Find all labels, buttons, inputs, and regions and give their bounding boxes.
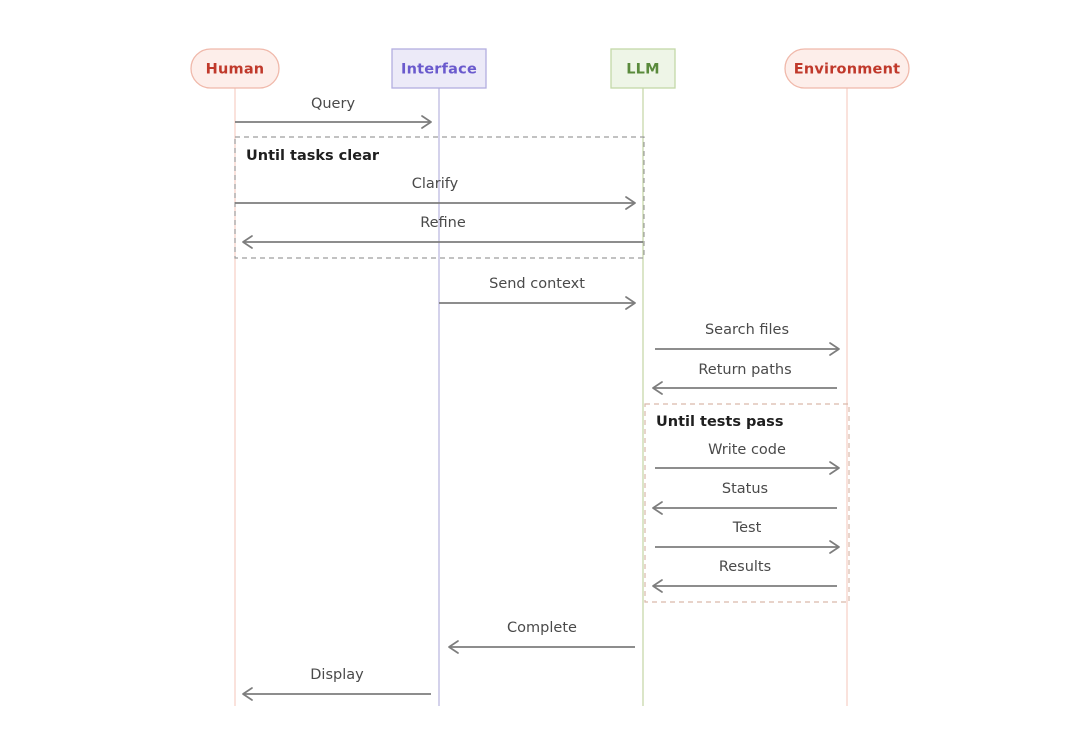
participant-box-llm[interactable] xyxy=(610,48,676,89)
message-label-write-code: Write code xyxy=(708,442,786,458)
message-label-clarify: Clarify xyxy=(412,176,459,192)
message-results: Results xyxy=(652,559,837,593)
arrow-head-results xyxy=(652,579,663,593)
participant-label-interface: Interface xyxy=(401,62,477,78)
arrow-head-send-context xyxy=(625,296,636,310)
message-return-paths: Return paths xyxy=(652,362,837,395)
message-label-display: Display xyxy=(310,667,364,683)
participant-label-llm: LLM xyxy=(626,62,660,78)
arrow-head-complete xyxy=(448,640,459,654)
participant-human[interactable]: Human xyxy=(190,48,280,89)
arrow-head-write-code xyxy=(829,461,840,475)
arrow-head-return-paths xyxy=(652,381,663,395)
message-test: Test xyxy=(655,520,840,554)
message-label-status: Status xyxy=(722,481,768,497)
arrow-head-display xyxy=(242,687,253,701)
message-label-search-files: Search files xyxy=(705,322,789,338)
participants-layer: Human Interface LLM Environment xyxy=(190,48,910,89)
participant-llm[interactable]: LLM xyxy=(610,48,676,89)
message-label-results: Results xyxy=(719,559,771,575)
participant-box-human[interactable] xyxy=(190,48,280,89)
message-refine: Refine xyxy=(242,215,643,249)
loop-frame-until-tests-pass xyxy=(644,403,850,603)
lifelines-layer xyxy=(234,88,848,706)
message-search-files: Search files xyxy=(655,322,840,356)
participant-interface[interactable]: Interface xyxy=(391,48,487,89)
participant-environment[interactable]: Environment xyxy=(784,48,910,89)
participant-label-environment: Environment xyxy=(794,62,900,78)
arrow-head-status xyxy=(652,501,663,515)
loop-label-until-tests-pass: Until tests pass xyxy=(656,414,783,430)
message-status: Status xyxy=(652,481,837,515)
message-label-test: Test xyxy=(732,520,762,536)
message-complete: Complete xyxy=(448,620,635,654)
participant-box-environment[interactable] xyxy=(784,48,910,89)
message-write-code: Write code xyxy=(655,442,840,475)
message-send-context: Send context xyxy=(439,276,636,310)
message-label-query: Query xyxy=(311,96,355,112)
loop-frame-until-tasks-clear xyxy=(234,136,645,259)
message-label-complete: Complete xyxy=(507,620,577,636)
message-clarify: Clarify xyxy=(235,176,636,210)
arrow-head-query xyxy=(421,115,432,129)
message-label-refine: Refine xyxy=(420,215,466,231)
arrow-head-clarify xyxy=(625,196,636,210)
arrow-head-refine xyxy=(242,235,253,249)
arrow-head-test xyxy=(829,540,840,554)
participant-box-interface[interactable] xyxy=(391,48,487,89)
message-query: Query xyxy=(235,96,432,129)
message-label-send-context: Send context xyxy=(489,276,585,292)
arrow-head-search-files xyxy=(829,342,840,356)
loop-label-until-tasks-clear: Until tasks clear xyxy=(246,148,380,164)
participant-label-human: Human xyxy=(206,62,265,78)
message-display: Display xyxy=(242,667,431,701)
message-label-return-paths: Return paths xyxy=(698,362,791,378)
